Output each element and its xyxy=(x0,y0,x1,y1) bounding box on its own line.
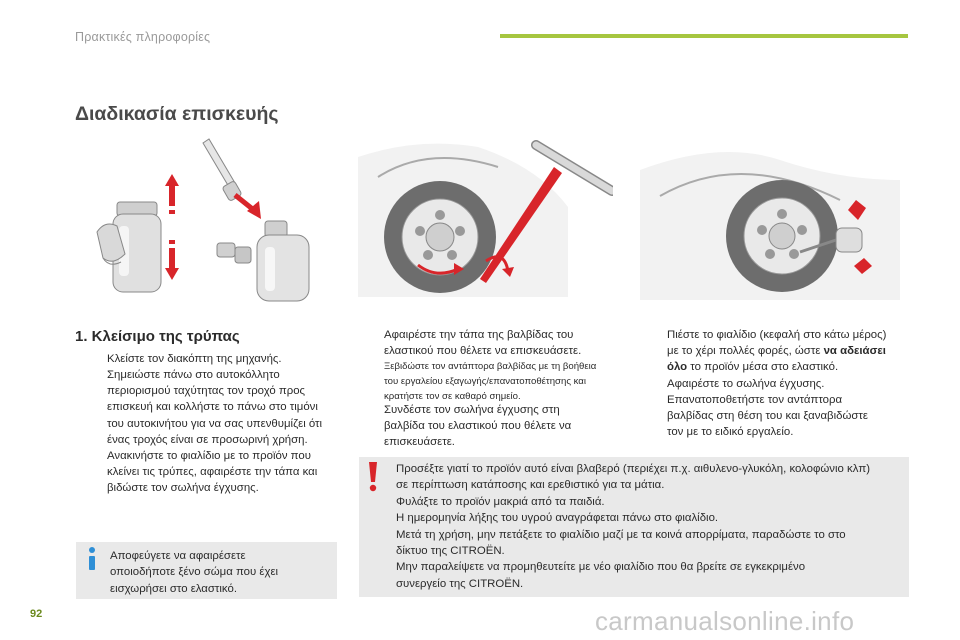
valve-removal-illustration xyxy=(358,140,613,297)
info-note-text: Αποφεύγετε να αφαιρέσετε οποιοδήποτε ξέν… xyxy=(110,548,330,597)
list-item-line: Ξεβιδώστε τον αντάπτορα βαλβίδας με τη β… xyxy=(384,361,597,372)
list-item: Ξεβιδώστε τον αντάπτορα βαλβίδας με τη β… xyxy=(362,359,632,405)
info-note-line: Αποφεύγετε να αφαιρέσετε xyxy=(110,550,246,562)
info-note-box xyxy=(76,542,337,599)
list-item-line: Ανακινήστε το φιαλίδιο με το προϊόν που xyxy=(107,450,311,462)
page-number: 92 xyxy=(30,608,43,620)
warning-box xyxy=(359,457,909,597)
list-item-line: ελαστικού που θέλετε να επισκευάσετε. xyxy=(384,345,582,358)
warning-exclamation-icon xyxy=(369,462,377,492)
info-note-line: εισχωρήσει στο ελαστικό. xyxy=(110,582,237,595)
list-item-line: επισκευάσετε. xyxy=(384,436,455,449)
list-item-line: Σημειώστε πάνω στο αυτοκόλλητο xyxy=(107,369,280,381)
list-item-line: επισκευή και κολλήστε το πάνω στο τιμόνι xyxy=(107,401,318,414)
warning-line: Φυλάξτε το προϊόν μακριά από τα παιδιά. xyxy=(396,495,605,508)
warning-line: συνεργείο της CITROËN. xyxy=(396,577,524,590)
list-item-line: βαλβίδα του ελαστικού που θέλετε να xyxy=(384,420,572,433)
list-item-line: ένας τροχός είναι σε προσωρινή χρήση. xyxy=(107,433,308,446)
list-item: Συνδέστε τον σωλήνα έγχυσης στη βαλβίδα … xyxy=(362,402,632,452)
list-item-line: Συνδέστε τον σωλήνα έγχυσης στη xyxy=(384,404,560,416)
list-item-line: όλο το προϊόν μέσα στο ελαστικό. xyxy=(667,359,915,375)
text-run: με το χέρι πολλές φορές, ώστε xyxy=(667,345,824,358)
list-item-line: Επανατοποθετήστε τον αντάπτορα xyxy=(667,394,843,406)
section-header: Πρακτικές πληροφορίες xyxy=(75,30,211,44)
list-item-line: κρατήστε τον σε καθαρό σημείο. xyxy=(384,391,521,402)
warning-line: σε περίπτωση κατάποσης και ερεθιστικό γι… xyxy=(396,479,665,492)
list-item: Αφαιρέστε την τάπα της βαλβίδας του ελασ… xyxy=(362,327,632,360)
warning-line: Η ημερομηνία λήξης του υγρού αναγράφεται… xyxy=(396,512,719,525)
list-item-line: Κλείστε τον διακόπτη της μηχανής. xyxy=(107,353,282,365)
header-accent-bar xyxy=(500,34,908,38)
shake-bottle-illustration xyxy=(96,174,179,293)
list-item-line: του αυτοκινήτου για να σας υπενθυμίζει ό… xyxy=(107,417,323,430)
list-item-line: κλείνει τις τρύπες, αφαιρέστε την τάπα κ… xyxy=(107,466,318,479)
bold-text-run: να αδειάσει xyxy=(823,345,886,358)
section-title: 1. Κλείσιμο της τρύπας xyxy=(75,328,240,345)
bottle-and-tube-illustration xyxy=(202,138,310,302)
warning-line: Μην παραλείψετε να προμηθευτείτε με νέο … xyxy=(396,561,806,574)
warning-line: Μετά τη χρήση, μην πετάξετε το φιαλίδιο … xyxy=(396,528,846,541)
info-note-line: οποιοδήποτε ξένο σώμα που έχει xyxy=(110,566,279,579)
list-item-line: Πιέστε το φιαλίδιο (κεφαλή στο κάτω μέρο… xyxy=(667,329,887,341)
watermark: carmanualsonline.info xyxy=(595,606,855,636)
list-item-line: βαλβίδας στη θέση του και ξαναβιδώστε xyxy=(667,410,868,423)
list-item: Αφαιρέστε το σωλήνα έγχυσης. xyxy=(645,376,915,393)
list-item: Πιέστε το φιαλίδιο (κεφαλή στο κάτω μέρο… xyxy=(645,327,915,377)
info-icon xyxy=(89,547,95,570)
inject-sealant-illustration xyxy=(640,152,900,300)
list-item-line: Αφαιρέστε το σωλήνα έγχυσης. xyxy=(667,378,825,390)
bold-text-run: όλο xyxy=(667,361,688,374)
page-title: Διαδικασία επισκευής xyxy=(75,103,279,125)
warning-line: δίκτυο της CITROËN. xyxy=(396,545,505,558)
list-item: Κλείστε τον διακόπτη της μηχανής. xyxy=(85,351,340,367)
warning-text: Προσέξτε γιατί το προϊόν αυτό είναι βλαβ… xyxy=(396,461,902,592)
list-item: Επανατοποθετήστε τον αντάπτορα βαλβίδας … xyxy=(645,392,915,442)
warning-line: Προσέξτε γιατί το προϊόν αυτό είναι βλαβ… xyxy=(396,463,871,475)
list-item-line: βιδώστε τον σωλήνα έγχυσης. xyxy=(107,482,259,495)
list-item: Σημειώστε πάνω στο αυτοκόλλητο περιορισμ… xyxy=(85,367,340,449)
list-item-line: του εργαλείου εξαγωγής/επανατοποθέτησης … xyxy=(384,376,586,387)
list-item: Ανακινήστε το φιαλίδιο με το προϊόν που … xyxy=(85,448,340,498)
list-item-line: με το χέρι πολλές φορές, ώστε να αδειάσε… xyxy=(667,343,915,359)
list-item-line: περιορισμού ταχύτητας τον τροχό προς xyxy=(107,385,306,398)
list-item-line: τον με το ειδικό εργαλείο. xyxy=(667,426,794,439)
list-item-line: Αφαιρέστε την τάπα της βαλβίδας του xyxy=(384,329,574,341)
text-run: το προϊόν μέσα στο ελαστικό. xyxy=(687,361,839,374)
